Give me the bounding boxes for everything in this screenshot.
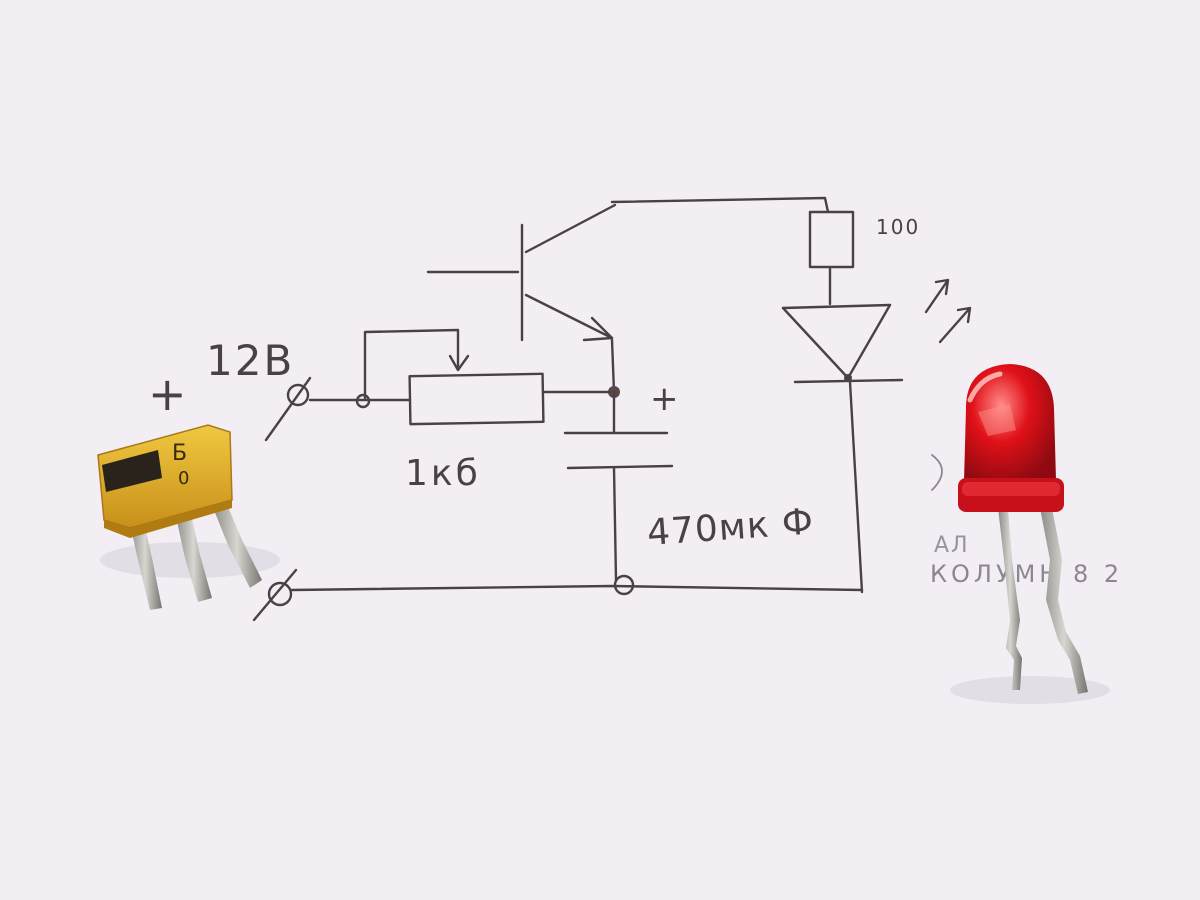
led-highlight [967,371,1003,403]
transistor-marking-bottom: 0 [178,468,189,489]
wire-emitter-to-cap [610,338,616,394]
potentiometer-symbol [408,372,545,426]
led-triangle [781,303,892,380]
supply-voltage-label: 12В [206,336,294,385]
led-flange [958,478,1064,512]
led-symbol [781,278,972,384]
led-flange-highlight [962,482,1060,496]
transistor-lead-left [128,514,162,610]
led-pencil-note-line2: КОЛУМН 8 2 [930,560,1123,588]
capacitor-plus-label: + [650,379,679,419]
terminal-plus [286,383,310,407]
capacitor-value-label: 470мк Ф [646,501,816,554]
terminal-ground [267,581,293,607]
transistor-body-bottom [104,500,232,538]
transistor-lead-middle [175,510,212,602]
supply-plus-label: + [148,367,187,421]
potentiometer-wiper-arrow [448,354,470,372]
ground-node [613,574,635,596]
capacitor-plate-bottom [566,464,674,470]
terminal-ground-stroke [252,568,298,622]
transistor-symbol [426,203,617,342]
led-node-dot [844,374,852,382]
wire-ground [290,584,864,592]
pot-node [355,393,371,409]
schematic: + 12В 1кб + 470мк Ф 100 [148,196,972,622]
potentiometer-value-label: 1кб [405,453,481,494]
emission-arrow-2 [938,306,972,344]
led-dome [964,364,1056,482]
resistor-100-symbol [808,210,855,269]
transistor-lead-right [212,502,262,588]
led-anode-bar [781,303,892,310]
resistor-value-label: 100 [876,215,920,239]
photo-transistor: Б 0 [97,424,280,610]
led-lead-right [1040,508,1088,694]
photo-led: АЛ КОЛУМН 8 2 [930,364,1123,704]
wire-collector-to-resistor [610,196,830,214]
transistor-marking-patch [102,450,162,492]
led-shadow [950,676,1110,704]
transistor-emitter [524,293,614,340]
wire-led-to-ground [848,380,864,594]
led-lead-left [998,508,1022,690]
wire-cap-to-ground [612,466,618,582]
potentiometer-wiper-wire [363,328,460,400]
transistor-marking-top: Б [172,441,187,466]
led-internal-anvil [978,404,1016,436]
transistor-collector [524,203,617,254]
terminal-plus-stroke [264,376,312,442]
emission-arrow-1 [924,278,950,314]
led-pencil-bracket [931,454,943,491]
emitter-arrow [582,316,614,342]
led-pencil-note-line1: АЛ [934,533,970,558]
